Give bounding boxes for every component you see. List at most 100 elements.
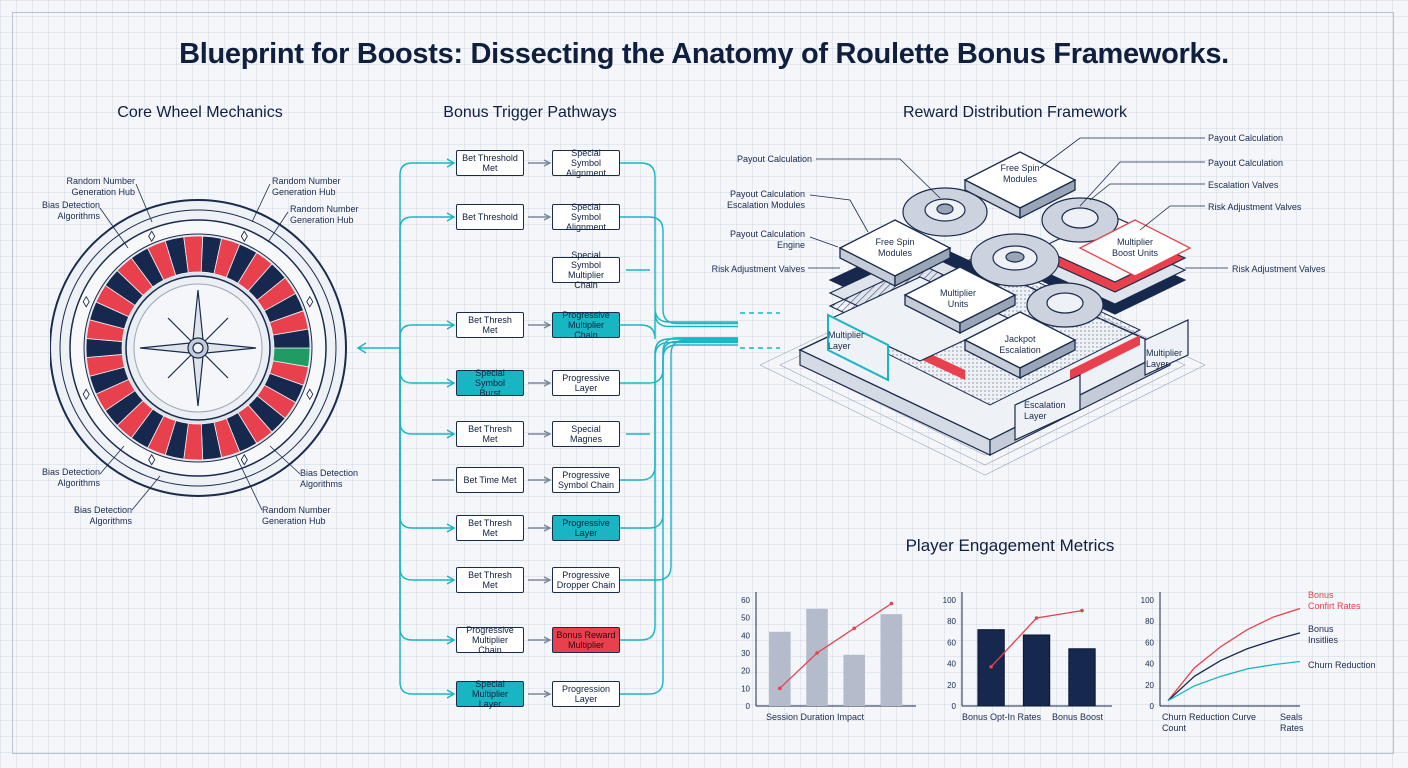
wheel-label-bias-top-left: Bias Detection Algorithms: [41, 200, 100, 221]
wheel-label-bias-bottom-left-2: Bias Detection Algorithms: [73, 505, 132, 526]
trigger-right-node: Progressive Multiplier Chain: [552, 310, 620, 340]
chart-bar: [1068, 648, 1096, 707]
wheel-label-rng-bottom-right: Random Number Generation Hub: [262, 505, 331, 526]
trigger-right-node: Special Symbol Alignment: [552, 148, 620, 178]
chart-overlay-point: [1080, 608, 1084, 613]
wheel-pockets: [85, 235, 311, 461]
trigger-left-node: Bet Thresh Met: [456, 515, 524, 541]
trigger-right-node: Progressive Layer: [552, 515, 620, 541]
block-multiplier-boost: Multiplier Boost Units: [1111, 237, 1159, 258]
chart1-xlabel: Session Duration Impact: [766, 712, 865, 722]
reward-anno-left-4: Risk Adjustment Valves: [711, 264, 805, 274]
chart-bar: [806, 608, 828, 706]
trigger-left-node: Bet Threshold: [456, 204, 524, 230]
trigger-right-node: Progressive Dropper Chain: [552, 567, 620, 593]
wheel-diamond: [148, 453, 156, 466]
reward-anno-left-1: Payout Calculation: [736, 154, 812, 164]
section-title-metrics: Player Engagement Metrics: [905, 536, 1115, 555]
chart-y-tick-label: 30: [741, 649, 750, 658]
wheel-pocket: [272, 328, 311, 349]
chart-y-tick-label: 80: [947, 617, 956, 626]
chart-series-line: [1167, 632, 1301, 702]
chart-y-tick-label: 80: [1145, 617, 1154, 626]
chart-y-tick-label: 40: [741, 631, 750, 640]
trigger-left-node: Progressive Multiplier Chain: [456, 625, 524, 655]
chart3-legend-teal: Churn Reduction: [1308, 660, 1376, 670]
trigger-right-node: Special Symbol Alignment: [552, 202, 620, 232]
block-free-spin-top: Free Spin Modules: [1000, 163, 1040, 184]
trigger-right-node: Progressive Symbol Chain: [552, 467, 620, 493]
wheel-diamond: [306, 388, 314, 401]
chart-y-tick-label: 100: [943, 596, 957, 605]
block-escalation-layer: Escalation Layer: [1024, 400, 1066, 421]
chart-series-line: [1167, 660, 1301, 702]
chart-y-tick-label: 40: [1145, 660, 1154, 669]
chart-y-tick-label: 0: [1150, 702, 1155, 711]
reward-framework-isometric: [740, 151, 1206, 476]
trigger-right-node: Progressive Layer: [552, 370, 620, 396]
chart-overlay-point: [778, 686, 782, 691]
chart2-xlabel-2: Bonus Boost: [1052, 712, 1104, 722]
chart-y-tick-label: 20: [947, 681, 956, 690]
chart-bar: [769, 631, 791, 706]
wheel-label-rng-top-left: Random Number Generation Hub: [66, 176, 135, 197]
block-free-spin-left: Free Spin Modules: [875, 237, 915, 258]
chart-y-tick-label: 50: [741, 614, 750, 623]
chart-overlay-point: [852, 626, 857, 631]
wheel-diamond: [82, 295, 90, 308]
wheel-label-rng-top-right: Random Number Generation Hub: [272, 176, 341, 197]
page-frame: [12, 12, 1394, 754]
reward-anno-right-1: Payout Calculation: [1208, 133, 1284, 143]
wheel-label-bias-bottom-left: Bias Detection Algorithms: [41, 467, 100, 488]
wheel-diamond: [82, 388, 90, 401]
trigger-right-node: Bonus Reward Multiplier: [552, 627, 620, 653]
chart-bar: [843, 654, 866, 706]
wheel-diamond: [148, 230, 156, 243]
trigger-right-node: Progression Layer: [552, 681, 620, 707]
chart-overlay-line: [779, 602, 892, 689]
section-title-triggers: Bonus Trigger Pathways: [443, 104, 617, 121]
trigger-right-node: Special Magnes: [552, 421, 620, 447]
reward-anno-right-5: Risk Adjustment Valves: [1232, 264, 1326, 274]
wheel-label-rng-top-right-2: Random Number Generation Hub: [290, 204, 359, 225]
chart-y-tick-label: 60: [947, 638, 956, 647]
chart-y-tick-label: 60: [1145, 638, 1154, 647]
roulette-wheel: [50, 199, 347, 497]
chart-y-tick-label: 20: [741, 667, 750, 676]
trigger-left-node: Special Multiplier Layer: [456, 679, 524, 709]
chart3-legend-navy: Bonus Insitlies: [1308, 624, 1339, 645]
chart3-legend-red: Bonus Confirt Rates: [1308, 590, 1361, 611]
reward-anno-right-2: Payout Calculation: [1208, 158, 1284, 168]
chart3-xlabel-2: Seals Rates: [1280, 712, 1304, 733]
block-multiplier-layer-left: Multiplier Layer: [828, 330, 865, 351]
trigger-left-node: Bet Threshold Met: [456, 150, 524, 176]
chart-y-tick-label: 0: [746, 702, 751, 711]
trigger-left-node: Special Symbol Burst: [456, 368, 524, 398]
trigger-left-node: Bet Thresh Met: [456, 567, 524, 593]
chart3-xlabel: Churn Reduction Curve Count: [1162, 712, 1257, 733]
chart-y-tick-label: 0: [952, 702, 957, 711]
chart-bar: [1022, 634, 1051, 707]
section-title-wheel: Core Wheel Mechanics: [117, 104, 283, 121]
reward-anno-left-3: Payout Calculation Engine: [729, 229, 805, 250]
chart-overlay-point: [1034, 616, 1039, 620]
chart-bar: [880, 614, 903, 706]
wheel-center-turret: [139, 289, 257, 407]
trigger-left-node: Bet Thresh Met: [456, 312, 524, 338]
block-jackpot: Jackpot Escalation: [999, 334, 1041, 355]
wheel-diamond: [240, 230, 248, 243]
block-multiplier-layer-right: Multiplier Layer: [1146, 348, 1183, 369]
chart-y-tick-label: 100: [1141, 596, 1155, 605]
wheel-label-bias-bottom-right: Bias Detection Algorithms: [300, 468, 359, 489]
section-title-reward: Reward Distribution Framework: [902, 104, 1128, 121]
chart-overlay-point: [815, 651, 819, 655]
wheel-diamond: [306, 295, 314, 308]
chart-y-tick-label: 20: [1145, 681, 1154, 690]
reward-anno-left-2: Payout Calculation Escalation Modules: [726, 189, 805, 210]
chart-overlay-point: [889, 601, 894, 606]
chart-series-line: [1167, 607, 1301, 702]
trigger-left-node: Bet Thresh Met: [456, 421, 524, 447]
page-title: Blueprint for Boosts: Dissecting the Ana…: [179, 38, 1229, 70]
chart-y-tick-label: 40: [947, 660, 956, 669]
